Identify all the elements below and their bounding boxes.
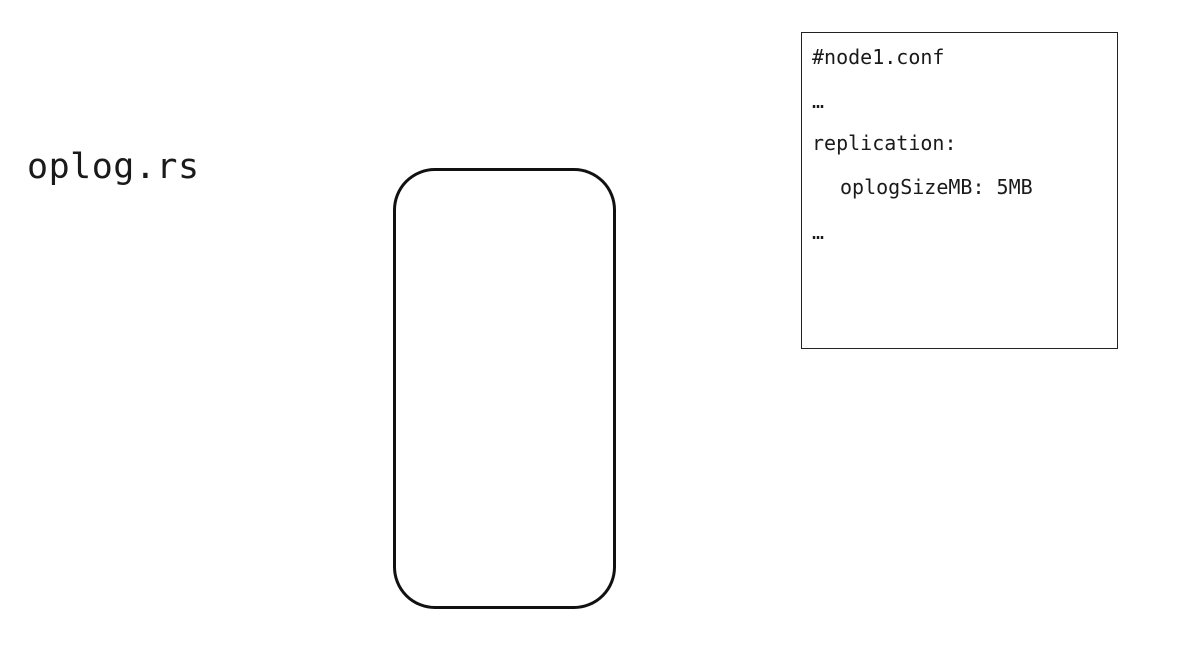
config-oplog-size-setting: oplogSizeMB: 5MB: [840, 175, 1033, 199]
config-file-comment: #node1.conf: [812, 45, 945, 69]
config-file-panel: #node1.conf … replication: oplogSizeMB: …: [801, 32, 1118, 349]
config-replication-key: replication:: [812, 131, 957, 155]
config-ellipsis-bottom: …: [812, 220, 825, 244]
oplog-collection-container: [393, 168, 616, 609]
config-ellipsis-top: …: [812, 89, 825, 113]
oplog-collection-label: oplog.rs: [27, 147, 200, 187]
